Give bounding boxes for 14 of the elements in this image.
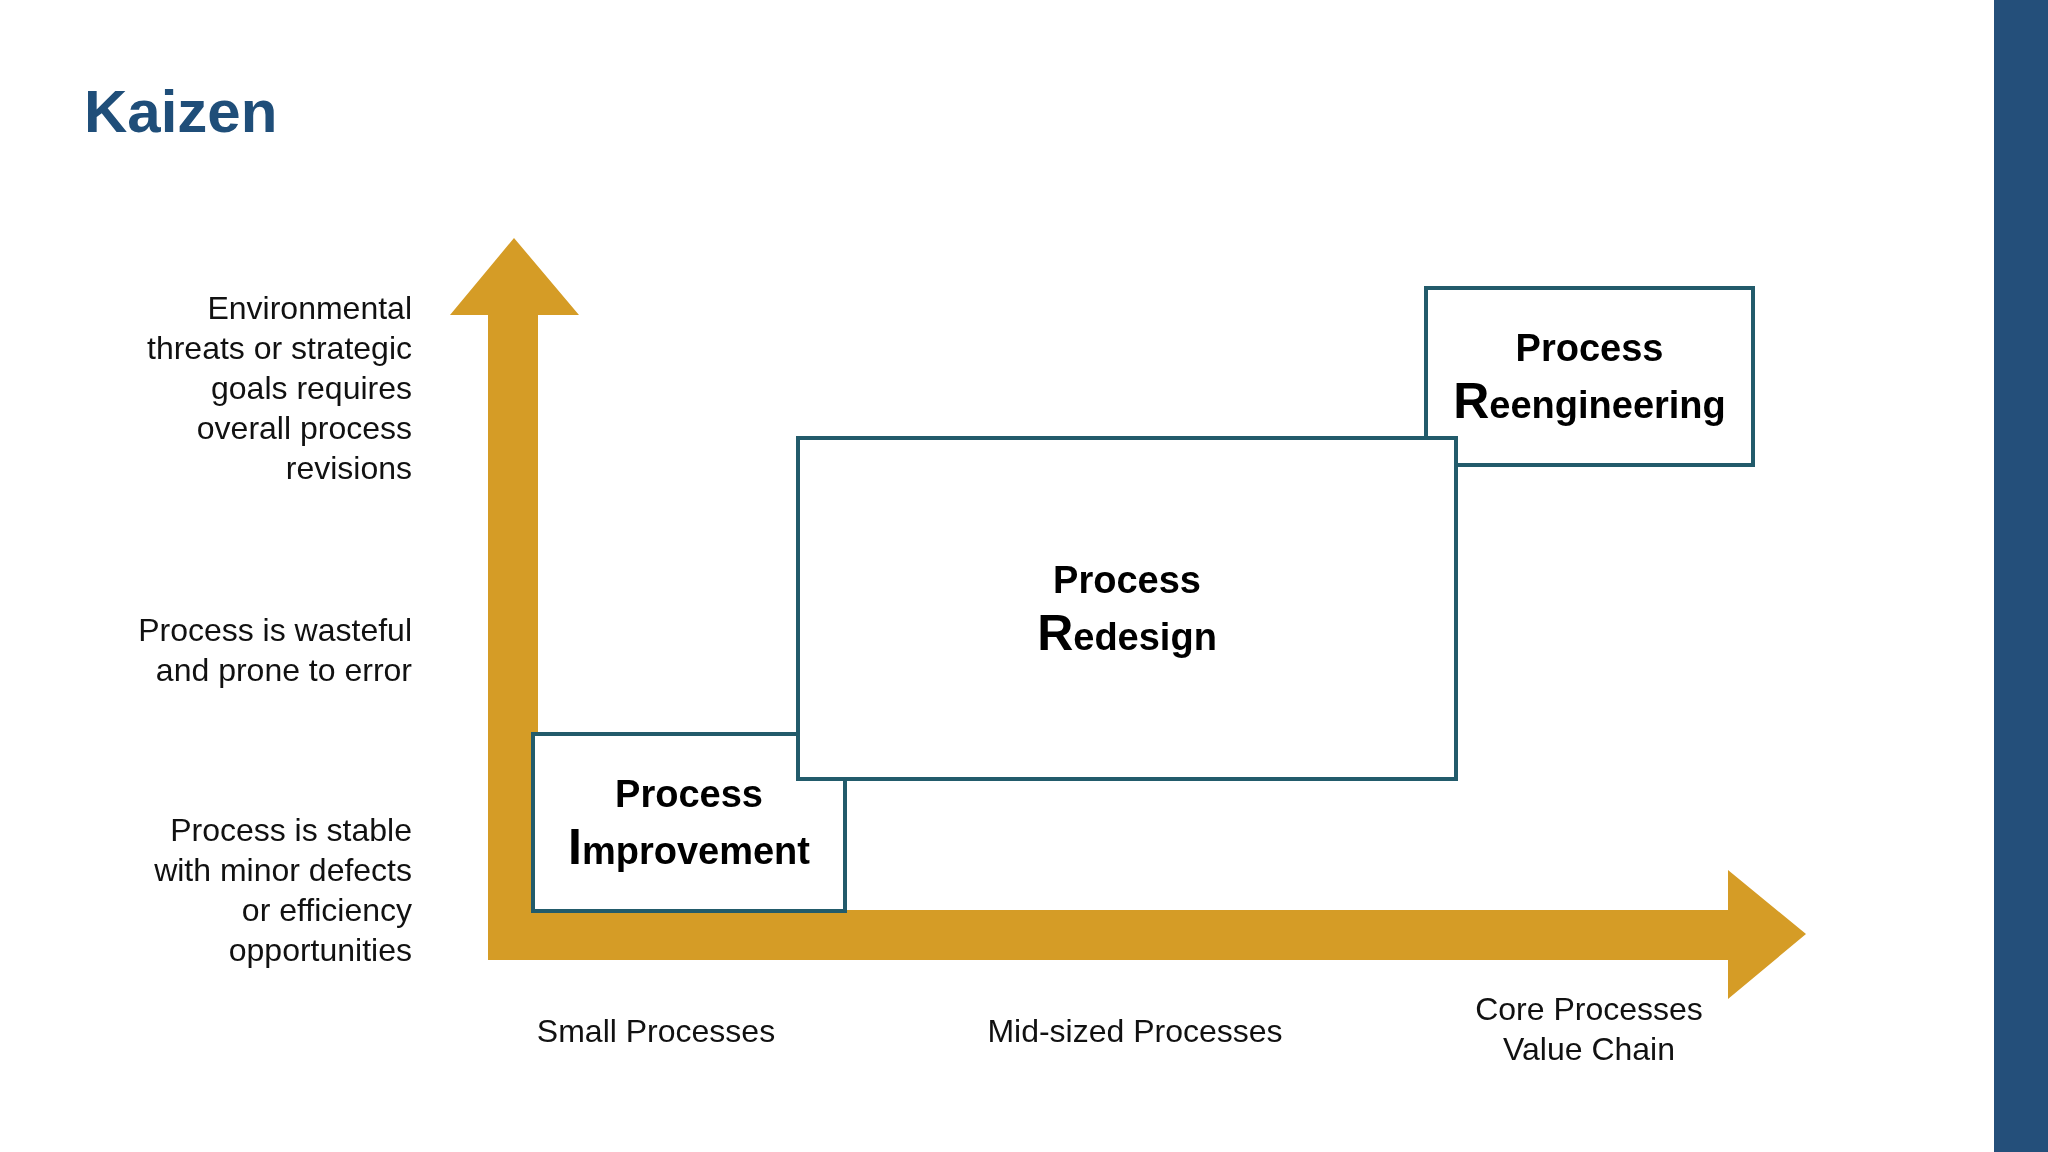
slide-title: Kaizen [84, 77, 278, 147]
level-description: Process is wasteful and prone to error [137, 611, 412, 690]
level-description: Environmental threats or strategic goals requires overall process revisions [146, 289, 412, 488]
side-bar [1994, 0, 2048, 1152]
axis-category-label: Mid-sized Processes [987, 1012, 1283, 1051]
axis-category-label: Core Processes Value Chain [1474, 990, 1704, 1069]
stage-title: Process Improvement [568, 772, 810, 877]
process-stage-panel [796, 436, 1458, 781]
axis-category-label: Small Processes [536, 1012, 776, 1051]
level-description: Process is stable with minor defects or efficiency opportunities [153, 811, 412, 970]
process-stage-panel [1424, 286, 1755, 467]
process-stage-panel [531, 732, 847, 913]
stage-title: Process Redesign [1037, 558, 1217, 663]
stage-title: Process Reengineering [1453, 326, 1726, 431]
